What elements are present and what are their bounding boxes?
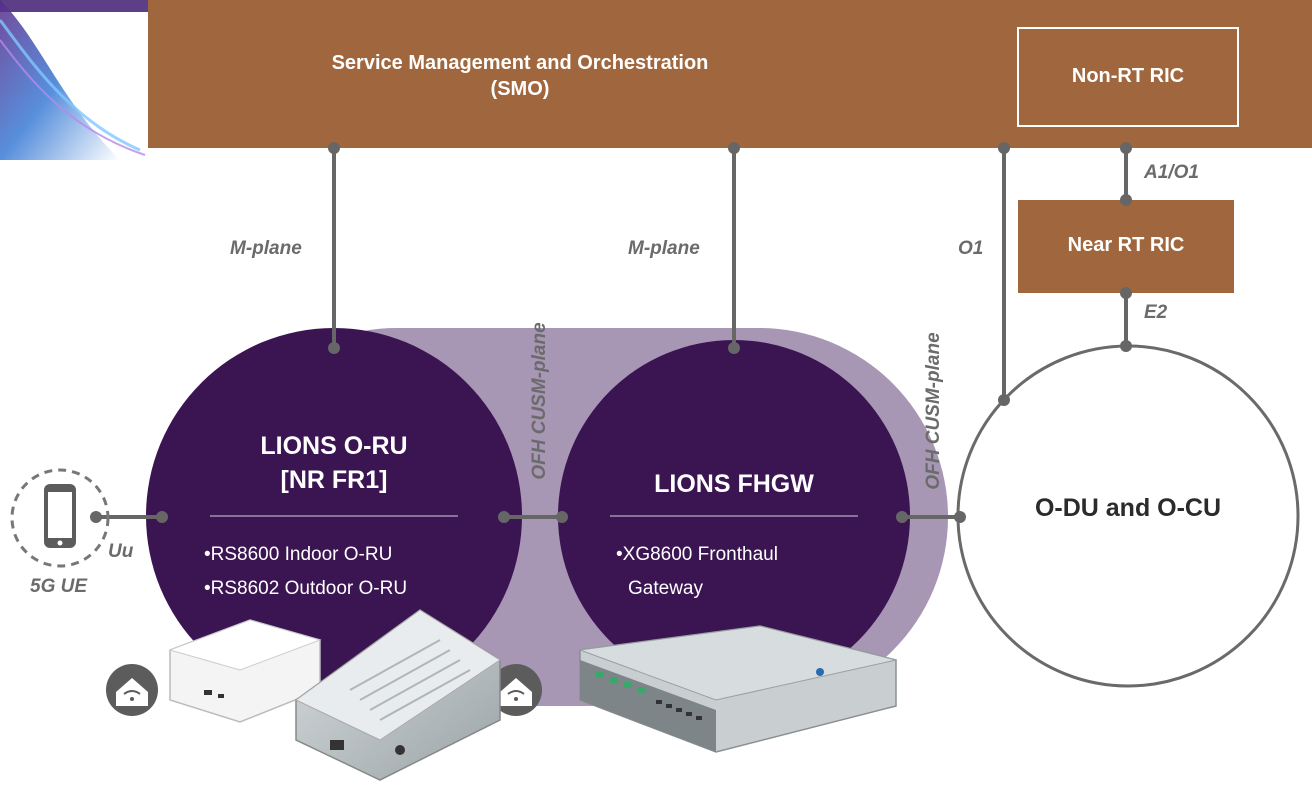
connector-dots bbox=[90, 142, 1132, 523]
home-wifi-icon-right bbox=[490, 664, 542, 716]
interface-ofh-right-label: OFH CUSM-plane bbox=[923, 332, 944, 490]
fhgw-device-image bbox=[579, 625, 897, 753]
interface-e2-label: E2 bbox=[1144, 302, 1168, 323]
fhgw-item-line1: •XG8600 Fronthaul bbox=[616, 544, 778, 565]
oru-item-outdoor: •RS8602 Outdoor O-RU bbox=[204, 578, 408, 599]
near-rt-ric-box bbox=[1018, 200, 1234, 293]
fhgw-item-text: XG8600 Fronthaul bbox=[622, 544, 778, 565]
interface-ofh-left-label: OFH CUSM-plane bbox=[529, 322, 550, 480]
fhgw-title: LIONS FHGW bbox=[654, 470, 814, 498]
fhgw-item-line2: Gateway bbox=[628, 578, 703, 599]
home-wifi-icon-left bbox=[106, 664, 158, 716]
connector-lines bbox=[94, 146, 1128, 519]
outdoor-oru-device-image bbox=[295, 609, 501, 781]
oru-item-indoor: •RS8600 Indoor O-RU bbox=[204, 544, 393, 565]
interface-m-plane-mid-label: M-plane bbox=[628, 238, 700, 259]
interface-o1-label: O1 bbox=[958, 238, 984, 259]
near-rt-ric-label: Near RT RIC bbox=[1067, 234, 1185, 256]
smo-title-line1: Service Management and Orchestration bbox=[331, 52, 709, 74]
smo-title-line2: (SMO) bbox=[490, 78, 550, 100]
oru-title-line1: LIONS O-RU bbox=[260, 432, 408, 460]
non-rt-ric-box bbox=[1017, 27, 1239, 127]
oru-item-outdoor-text: RS8602 Outdoor O-RU bbox=[210, 578, 408, 599]
ue-dashed-circle bbox=[10, 468, 110, 568]
non-rt-ric-label: Non-RT RIC bbox=[1071, 65, 1185, 87]
interface-a1-o1-label: A1/O1 bbox=[1144, 162, 1199, 183]
interface-uu-label: Uu bbox=[108, 541, 134, 562]
smartphone-icon bbox=[44, 484, 76, 548]
odu-title: O-DU and O-CU bbox=[1034, 494, 1222, 522]
ue-label: 5G UE bbox=[30, 576, 88, 597]
oru-item-indoor-text: RS8600 Indoor O-RU bbox=[210, 544, 393, 565]
interface-m-plane-left-label: M-plane bbox=[230, 238, 302, 259]
oru-title-line2: [NR FR1] bbox=[280, 466, 388, 494]
smo-bar bbox=[148, 0, 1312, 148]
indoor-oru-device-image bbox=[168, 619, 322, 723]
